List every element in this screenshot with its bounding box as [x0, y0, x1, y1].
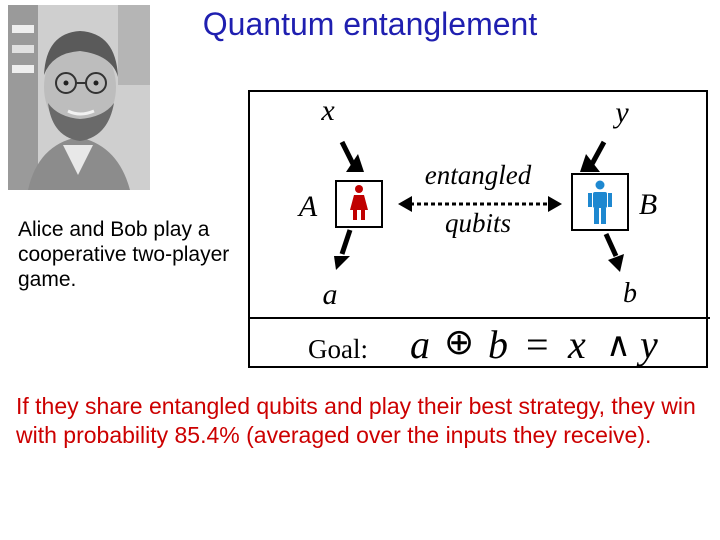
portrait-illustration	[8, 5, 150, 190]
player-a-label: A	[297, 190, 318, 223]
player-b-label: B	[639, 188, 657, 221]
output-a-label: a	[323, 278, 338, 311]
wedge-symbol: ∧	[606, 327, 631, 364]
output-a-arrow	[342, 230, 350, 254]
equals-symbol: =	[526, 322, 549, 367]
game-diagram-svg: x y A B entangled	[250, 92, 710, 370]
input-y-arrow	[592, 142, 604, 164]
input-x-label: x	[320, 94, 335, 127]
input-y-label: y	[612, 96, 629, 129]
link-label-line1: entangled	[425, 160, 532, 190]
oplus-symbol: ⊕	[444, 322, 474, 362]
output-b-arrowhead	[608, 254, 624, 272]
goal-term-x: x	[567, 322, 586, 367]
output-b-arrow	[606, 234, 616, 256]
goal-term-b: b	[488, 322, 508, 367]
link-right-arrowhead	[548, 196, 562, 212]
game-diagram: x y A B entangled	[248, 90, 708, 368]
link-label-line2: qubits	[445, 208, 511, 238]
output-a-arrowhead	[334, 256, 350, 270]
goal-term-y: y	[636, 322, 658, 367]
input-x-arrow	[342, 142, 354, 166]
portrait-photo	[8, 5, 150, 190]
intro-text: Alice and Bob play a cooperative two-pla…	[18, 217, 258, 292]
output-b-label: b	[623, 278, 637, 309]
result-text: If they share entangled qubits and play …	[16, 392, 696, 450]
link-left-arrowhead	[398, 196, 412, 212]
goal-label: Goal:	[308, 334, 368, 364]
goal-term-a: a	[410, 322, 430, 367]
